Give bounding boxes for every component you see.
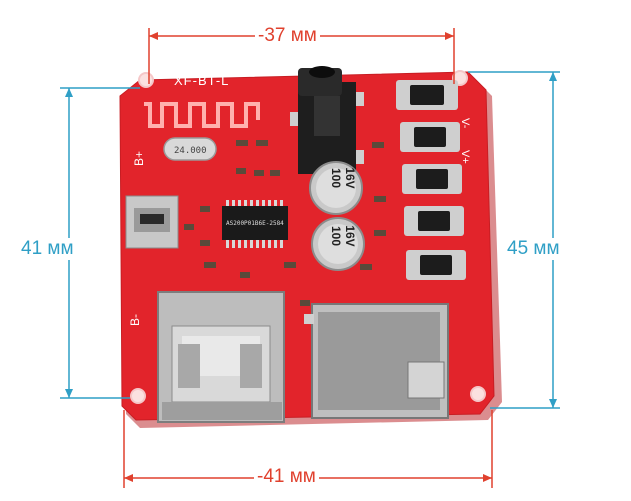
antenna-trace [144, 102, 260, 128]
dimension-arrows [65, 32, 557, 482]
capacitor-1-voltage: 16V [343, 167, 357, 189]
capacitor-2-voltage: 16V [343, 225, 357, 247]
capacitor-1 [309, 161, 363, 215]
width-top-label: -37 мм [255, 25, 320, 47]
pad-v-plus-label: V+ [459, 150, 471, 164]
smd-components [184, 140, 386, 306]
audio-jack [290, 66, 364, 174]
usb-a-port [157, 291, 285, 423]
capacitor-1-value: 100 [329, 167, 343, 189]
chip-label: AS200P01B6E-2584 [226, 220, 284, 227]
height-right-label: 45 мм [504, 238, 563, 260]
pad-b-minus-label: B- [128, 314, 142, 326]
micro-usb-port [125, 195, 179, 249]
microsd-slot [304, 303, 449, 419]
tactile-buttons [396, 80, 466, 280]
pad-b-plus-label: B+ [132, 150, 146, 166]
height-left-label: 41 мм [18, 238, 77, 260]
main-chip [222, 200, 288, 248]
width-bottom-label: -41 мм [254, 466, 319, 488]
capacitor-2 [311, 217, 365, 271]
capacitor-2-value: 100 [329, 225, 343, 247]
silkscreen-title: XF-BT-L [174, 73, 230, 88]
pad-v-minus-label: V- [459, 118, 471, 129]
crystal-label: 24.000 [174, 146, 207, 156]
crystal-oscillator [163, 137, 217, 161]
